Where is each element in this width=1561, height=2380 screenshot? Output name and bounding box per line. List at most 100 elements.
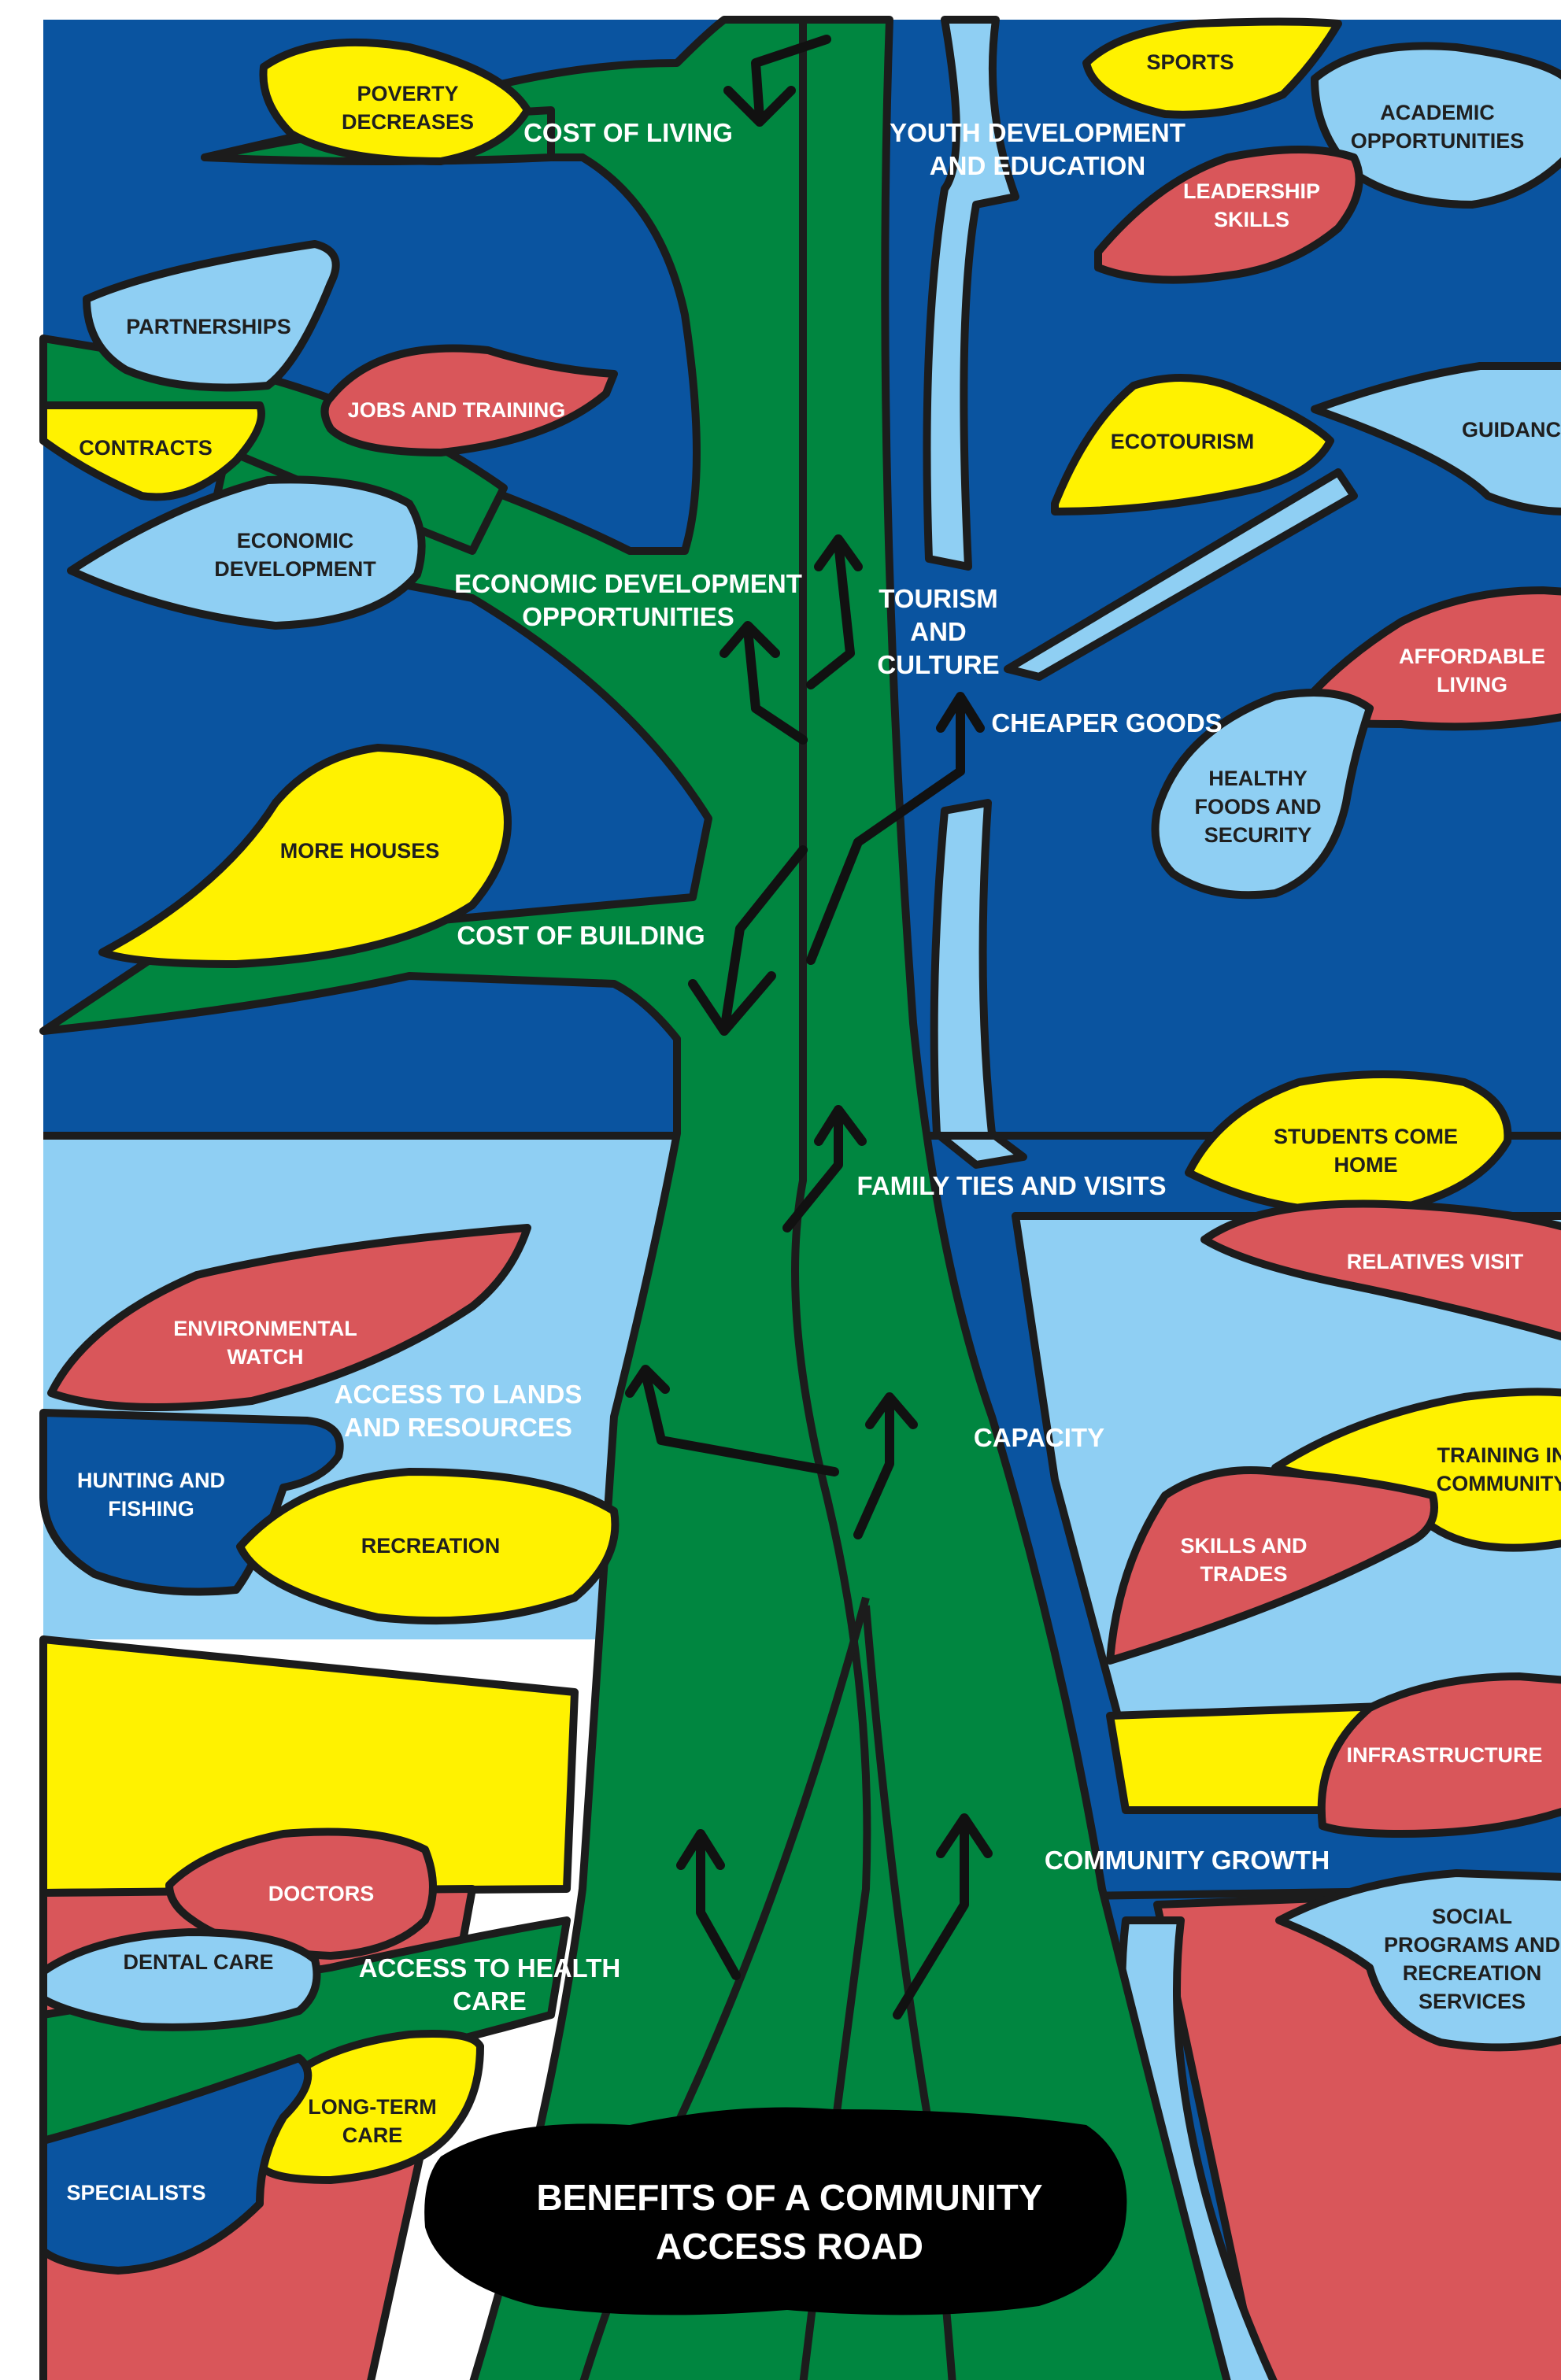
- label-youth-development-line-2: AND EDUCATION: [930, 151, 1145, 180]
- label-access-to-health-care-line-1: ACCESS TO HEALTH: [359, 1953, 620, 1983]
- label-contracts-line-1: CONTRACTS: [79, 436, 213, 460]
- label-long-term-care-line-2: CARE: [342, 2123, 403, 2147]
- arrow-economic-1: [719, 621, 808, 745]
- leaf-leadership: [1094, 146, 1363, 284]
- label-cost-of-building: COST OF BUILDING: [457, 921, 705, 950]
- title-blob: [424, 2107, 1127, 2315]
- label-cost-of-living: COST OF LIVING: [523, 118, 733, 147]
- panel-yellow-left: [39, 1635, 579, 1897]
- label-more-houses-line-1: MORE HOUSES: [280, 839, 440, 863]
- leaf-affordable: [1295, 586, 1561, 731]
- label-recreation-line-1: RECREATION: [361, 1534, 501, 1558]
- arrows: [625, 35, 993, 2020]
- leaf-jobs: [320, 344, 618, 456]
- leaf-sports: [1082, 17, 1342, 119]
- label-cheaper-goods: CHEAPER GOODS: [991, 708, 1222, 737]
- label-leadership-skills-line-2: SKILLS: [1214, 208, 1289, 231]
- label-infrastructure: INFRASTRUCTURE: [1347, 1743, 1543, 1767]
- label-environmental-watch-line-1: ENVIRONMENTAL: [173, 1317, 357, 1340]
- label-tourism-and-culture-line-1: TOURISM: [879, 584, 998, 613]
- label-cost-of-building-line-1: COST OF BUILDING: [457, 921, 705, 950]
- leaf-specialists: [39, 2054, 313, 2275]
- diagram-title-line-1: BENEFITS OF A COMMUNITY: [536, 2177, 1042, 2218]
- label-infrastructure-line-1: INFRASTRUCTURE: [1347, 1743, 1543, 1767]
- label-community-growth-line-1: COMMUNITY GROWTH: [1045, 1846, 1330, 1875]
- label-social-programs-line-4: SERVICES: [1419, 1990, 1526, 2013]
- arrow-cost-of-living: [723, 35, 831, 127]
- label-healthy-foods-and-security-line-1: HEALTHY: [1208, 767, 1308, 790]
- leaf-recreation: [236, 1468, 620, 1625]
- label-partnerships-line-1: PARTNERSHIPS: [126, 315, 291, 338]
- label-relatives-visit: RELATIVES VISIT: [1347, 1250, 1524, 1273]
- light-blue-diagonal-stream: [1004, 468, 1358, 681]
- label-academic-opportunities-line-2: OPPORTUNITIES: [1351, 129, 1525, 153]
- label-access-to-health-care-line-2: CARE: [453, 1986, 527, 2016]
- label-cheaper-goods-line-1: CHEAPER GOODS: [991, 708, 1222, 737]
- label-doctors-line-1: DOCTORS: [268, 1882, 375, 1905]
- label-contracts: CONTRACTS: [79, 436, 213, 460]
- label-hunting-and-fishing-line-1: HUNTING AND: [77, 1469, 225, 1492]
- label-skills-and-trades-line-2: TRADES: [1200, 1562, 1287, 1586]
- diagram-title-line-2: ACCESS ROAD: [656, 2226, 923, 2267]
- label-economic-development-line-2: DEVELOPMENT: [214, 557, 376, 581]
- label-poverty-decreases-line-2: DECREASES: [342, 110, 474, 134]
- leaf-partnerships: [83, 240, 340, 392]
- leaf-social: [1275, 1869, 1561, 2052]
- leaf-ecotourism: [1051, 374, 1334, 516]
- label-hunting-and-fishing: HUNTING AND FISHING: [77, 1469, 225, 1521]
- leaves: [39, 17, 1561, 2275]
- label-healthy-foods-and-security-line-2: FOODS AND: [1195, 795, 1322, 819]
- label-guidance-line-1: GUIDANC: [1462, 418, 1561, 442]
- leaf-guidance: [1311, 362, 1561, 516]
- label-recreation: RECREATION: [361, 1534, 501, 1558]
- arrow-lands: [625, 1365, 839, 1476]
- label-partnerships: PARTNERSHIPS: [126, 315, 291, 338]
- label-tourism-and-culture-line-3: CULTURE: [877, 650, 999, 679]
- leaf-environmental: [47, 1224, 531, 1411]
- label-skills-and-trades-line-1: SKILLS AND: [1181, 1534, 1308, 1558]
- label-sports: SPORTS: [1146, 50, 1234, 74]
- leaf-dental: [39, 1928, 321, 2031]
- label-students-come-home-line-2: HOME: [1334, 1153, 1398, 1177]
- label-youth-development-line-1: YOUTH DEVELOPMENT: [890, 118, 1186, 147]
- light-blue-stream-mid: [930, 799, 1027, 1169]
- leaf-skills: [1106, 1466, 1438, 1665]
- label-capacity-line-1: CAPACITY: [974, 1423, 1104, 1452]
- arrow-cost-of-building: [688, 845, 808, 1036]
- leaf-more-houses: [98, 744, 512, 968]
- label-ecotourism-line-1: ECOTOURISM: [1111, 430, 1255, 453]
- label-ecotourism: ECOTOURISM: [1111, 430, 1255, 453]
- label-specialists: SPECIALISTS: [66, 2181, 205, 2204]
- label-family-ties-and-visits-line-1: FAMILY TIES AND VISITS: [856, 1171, 1166, 1200]
- label-guidance: GUIDANC: [1462, 418, 1561, 442]
- label-economic-development-opportunities-line-1: ECONOMIC DEVELOPMENT: [454, 569, 802, 598]
- diagram-title: BENEFITS OF A COMMUNITY ACCESS ROAD: [536, 2177, 1042, 2267]
- label-access-to-lands-line-2: AND RESOURCES: [344, 1413, 572, 1442]
- leaf-contracts: [39, 401, 265, 501]
- label-social-programs-line-1: SOCIAL: [1432, 1905, 1512, 1928]
- arrow-economic-2: [806, 534, 863, 689]
- label-hunting-and-fishing-line-2: FISHING: [108, 1497, 194, 1521]
- leaf-poverty: [259, 38, 531, 165]
- arrow-community-growth: [893, 1813, 993, 2020]
- label-students-come-home-line-1: STUDENTS COME: [1274, 1125, 1458, 1148]
- leaf-hunting: [39, 1409, 344, 1596]
- leaf-economic: [67, 475, 426, 630]
- label-jobs-and-training-line-1: JOBS AND TRAINING: [348, 398, 566, 422]
